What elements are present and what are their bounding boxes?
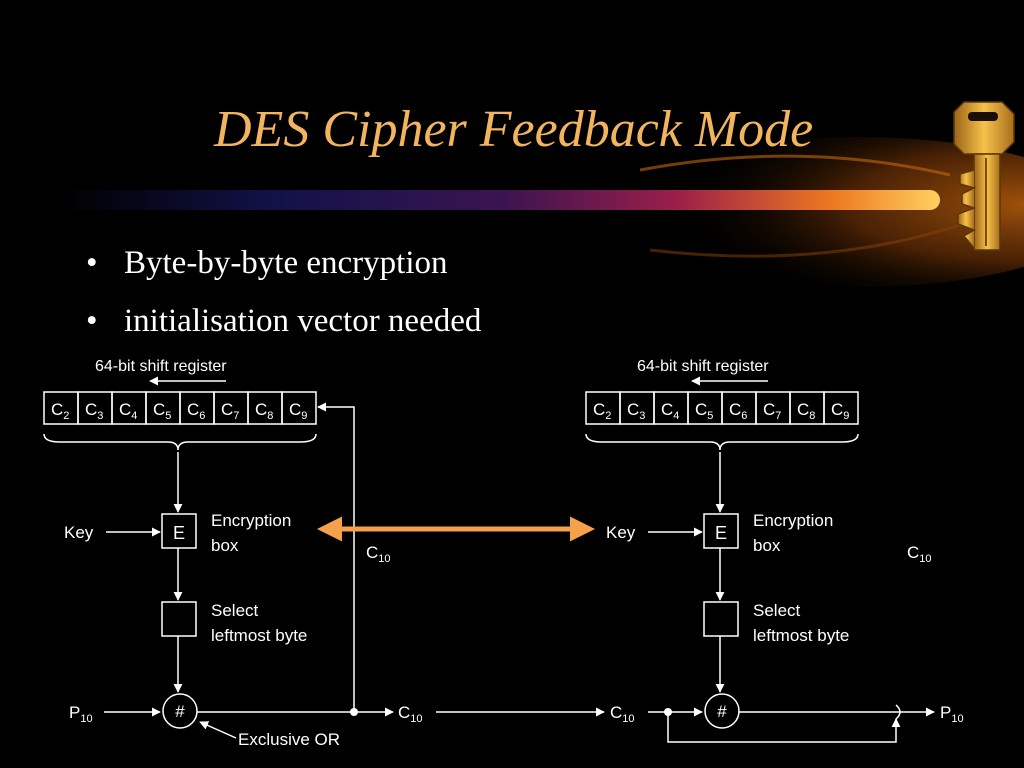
register-cell: C9 bbox=[281, 391, 317, 425]
register-cell-label: C9 bbox=[831, 400, 849, 422]
register-cell-label: C5 bbox=[153, 400, 171, 422]
register-cell-label: C3 bbox=[627, 400, 645, 422]
xor-gate bbox=[162, 693, 198, 729]
bullet-text: initialisation vector needed bbox=[124, 303, 482, 339]
select-label-2: leftmost byte bbox=[211, 626, 307, 645]
bullet-text: Byte-by-byte encryption bbox=[124, 245, 448, 281]
register-brace bbox=[585, 433, 859, 451]
register-cell-label: C2 bbox=[593, 400, 611, 422]
encryption-label: Encryption bbox=[211, 511, 291, 530]
decryption-side: 64-bit shift register C2 C3 C4 C5 C6 C7 C8 C9 K… bbox=[585, 358, 964, 743]
encryption-box bbox=[703, 513, 739, 549]
bullet-item: •initialisation vector needed bbox=[86, 303, 482, 339]
key-label: Key bbox=[606, 523, 636, 542]
register-cell: C2 bbox=[43, 391, 79, 425]
register-cell-label: C2 bbox=[51, 400, 69, 422]
register-cell-label: C8 bbox=[255, 400, 273, 422]
c10-input-label: C10 bbox=[610, 703, 635, 725]
select-label: Select bbox=[211, 601, 259, 620]
register-cell: C4 bbox=[111, 391, 147, 425]
select-label-2: leftmost byte bbox=[753, 626, 849, 645]
key-icon bbox=[953, 101, 1015, 251]
encryption-box-letter: E bbox=[715, 523, 727, 543]
select-box bbox=[161, 601, 197, 637]
register-cell: C8 bbox=[789, 391, 825, 425]
register-cell: C4 bbox=[653, 391, 689, 425]
p10-label: P10 bbox=[69, 703, 93, 725]
encryption-box bbox=[161, 513, 197, 549]
c10-feedback-label: C10 bbox=[907, 543, 932, 565]
bullet-list: •Byte-by-byte encryption •initialisation… bbox=[86, 238, 481, 354]
register-cell-label: C3 bbox=[85, 400, 103, 422]
encryption-label: Encryption bbox=[753, 511, 833, 530]
register-cell: C9 bbox=[823, 391, 859, 425]
select-label: Select bbox=[753, 601, 801, 620]
xor-label: Exclusive OR bbox=[238, 730, 340, 749]
register-cell-label: C5 bbox=[695, 400, 713, 422]
register-cell-label: C9 bbox=[289, 400, 307, 422]
register-cell-label: C7 bbox=[763, 400, 781, 422]
register-cell: C5 bbox=[145, 391, 181, 425]
register-brace bbox=[43, 433, 317, 451]
register-cell: C2 bbox=[585, 391, 621, 425]
register-cell: C3 bbox=[77, 391, 113, 425]
shift-register: C2 C3 C4 C5 C6 C7 C8 C9 bbox=[585, 391, 859, 425]
register-cell: C5 bbox=[687, 391, 723, 425]
encryption-label-2: box bbox=[211, 536, 239, 555]
encryption-label-2: box bbox=[753, 536, 781, 555]
glow-swoosh bbox=[620, 137, 1024, 287]
encryption-box-letter: E bbox=[173, 523, 185, 543]
register-cell: C7 bbox=[755, 391, 791, 425]
register-cell: C7 bbox=[213, 391, 249, 425]
swoosh-arc bbox=[639, 154, 951, 177]
c10-feedback-label: C10 bbox=[366, 543, 391, 565]
register-cell-label: C7 bbox=[221, 400, 239, 422]
p10-output-label: P10 bbox=[940, 703, 964, 725]
register-cell: C3 bbox=[619, 391, 655, 425]
register-cell: C8 bbox=[247, 391, 283, 425]
slide-title: DES Cipher Feedback Mode bbox=[214, 101, 814, 158]
shift-register: C2 C3 C4 C5 C6 C7 C8 C9 bbox=[43, 391, 317, 425]
xor-symbol: # bbox=[717, 702, 727, 721]
register-cell: C6 bbox=[179, 391, 215, 425]
register-cell-label: C8 bbox=[797, 400, 815, 422]
gradient-streak bbox=[60, 190, 940, 210]
register-cell-label: C6 bbox=[187, 400, 205, 422]
register-cell-label: C6 bbox=[729, 400, 747, 422]
register-cell-label: C4 bbox=[661, 400, 679, 422]
swoosh-arc-lower bbox=[649, 223, 961, 258]
c10-output-label: C10 bbox=[398, 703, 423, 725]
select-box bbox=[703, 601, 739, 637]
register-label: 64-bit shift register bbox=[637, 358, 769, 375]
feedback-line bbox=[667, 712, 901, 743]
xor-symbol: # bbox=[175, 702, 185, 721]
key-label: Key bbox=[64, 523, 94, 542]
xor-pointer bbox=[199, 721, 237, 739]
encryption-side: 64-bit shift register C2 C3 C4 C5 C6 C7 C8 C9 K… bbox=[43, 358, 423, 749]
register-label: 64-bit shift register bbox=[95, 358, 227, 375]
register-cell: C6 bbox=[721, 391, 757, 425]
bullet-item: •Byte-by-byte encryption bbox=[86, 245, 448, 281]
register-cell-label: C4 bbox=[119, 400, 137, 422]
xor-gate bbox=[704, 693, 740, 729]
feedback-line bbox=[317, 402, 355, 712]
